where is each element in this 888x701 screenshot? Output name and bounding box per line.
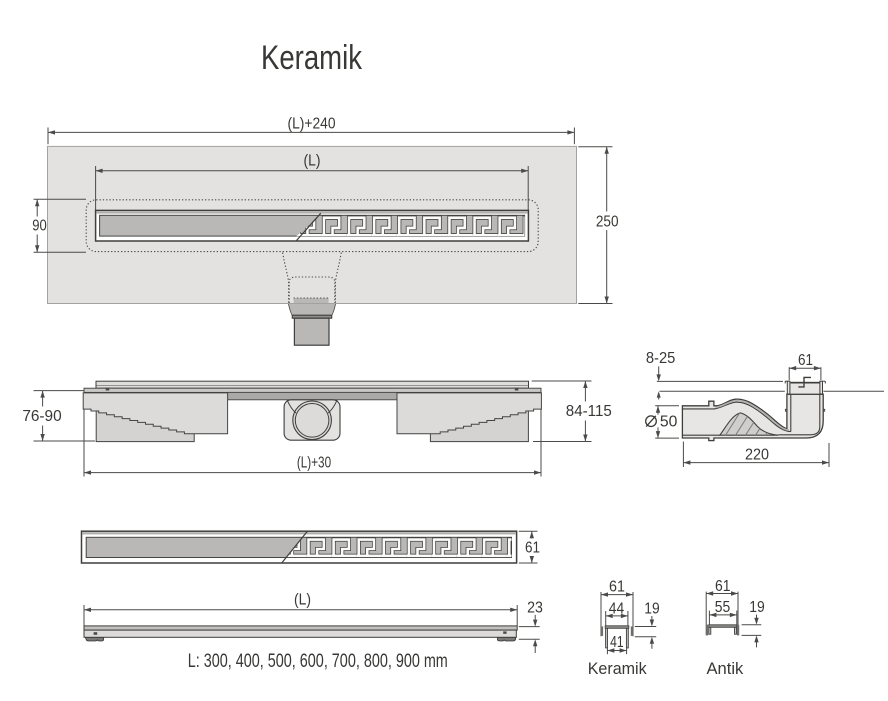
svg-text:Keramik: Keramik (588, 659, 647, 678)
svg-text:(L): (L) (294, 591, 311, 608)
svg-text:61: 61 (715, 578, 731, 595)
svg-text:90: 90 (32, 218, 47, 235)
svg-text:Antik: Antik (707, 659, 744, 678)
svg-text:55: 55 (715, 599, 731, 616)
svg-text:76-90: 76-90 (22, 408, 61, 425)
svg-text:84-115: 84-115 (566, 403, 612, 420)
svg-text:Keramik: Keramik (261, 39, 363, 77)
svg-text:61: 61 (798, 352, 813, 369)
svg-text:61: 61 (609, 578, 625, 595)
svg-text:61: 61 (525, 540, 540, 557)
svg-text:50: 50 (660, 414, 678, 431)
svg-text:250: 250 (596, 213, 619, 230)
svg-text:L: 300, 400, 500, 600, 700, 80: L: 300, 400, 500, 600, 700, 800, 900 mm (188, 651, 448, 672)
svg-text:44: 44 (609, 600, 624, 617)
svg-text:19: 19 (644, 600, 659, 617)
svg-text:19: 19 (749, 599, 765, 616)
svg-text:23: 23 (527, 599, 543, 616)
svg-text:41: 41 (610, 634, 624, 651)
svg-text:220: 220 (745, 446, 769, 463)
svg-text:(L)+240: (L)+240 (288, 116, 336, 133)
svg-text:(L): (L) (304, 152, 321, 169)
svg-text:8-25: 8-25 (646, 350, 676, 367)
svg-text:(L)+30: (L)+30 (297, 455, 331, 472)
